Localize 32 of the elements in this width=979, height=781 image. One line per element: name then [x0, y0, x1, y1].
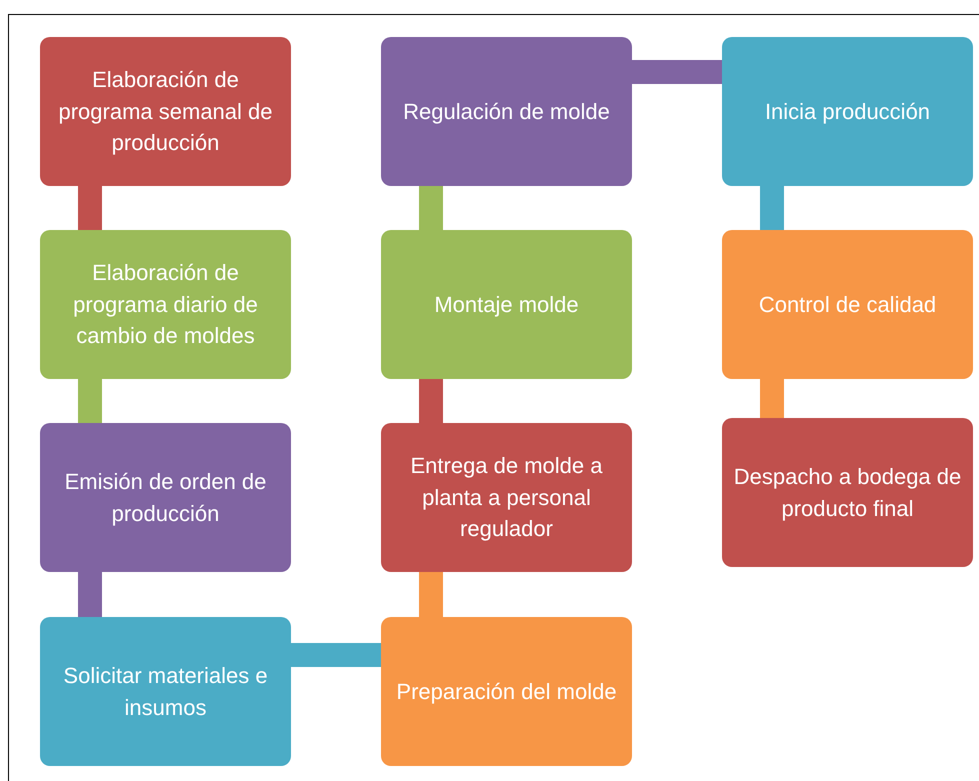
process-box	[381, 37, 632, 186]
process-label: Emisión de orden de producción	[64, 468, 268, 528]
process-box	[381, 617, 632, 766]
process-box	[722, 418, 973, 567]
process-box	[722, 37, 973, 186]
connector-bar	[632, 60, 722, 84]
process-label: Elaboración de programa semanal de producción	[57, 66, 274, 158]
connector-bar	[78, 379, 102, 423]
process-box	[381, 423, 632, 572]
connector-bar	[760, 186, 784, 230]
process-box	[381, 230, 632, 379]
process-label: Inicia producción	[764, 98, 930, 126]
connector-bar	[419, 379, 443, 423]
connector-bar	[291, 643, 381, 667]
connector-bar	[78, 186, 102, 230]
connector-bar	[419, 186, 443, 230]
process-box	[722, 230, 973, 379]
process-label: Despacho a bodega de producto final	[732, 462, 962, 523]
process-box	[40, 617, 291, 766]
connector-bar	[78, 572, 102, 617]
process-label: Preparación del molde	[396, 678, 617, 706]
process-box	[40, 423, 291, 572]
process-label: Entrega de molde a planta a personal regulador	[409, 452, 604, 544]
process-label: Montaje molde	[434, 290, 579, 319]
connector-bar	[760, 379, 784, 418]
process-label: Regulación de molde	[403, 98, 610, 126]
process-label: Solicitar materiales e insumos	[62, 662, 269, 722]
process-label: Control de calidad	[758, 290, 936, 319]
process-box	[40, 37, 291, 186]
process-label: Elaboración de programa diario de cambio de moldes	[72, 258, 259, 350]
connector-bar	[419, 572, 443, 617]
process-box	[40, 230, 291, 379]
